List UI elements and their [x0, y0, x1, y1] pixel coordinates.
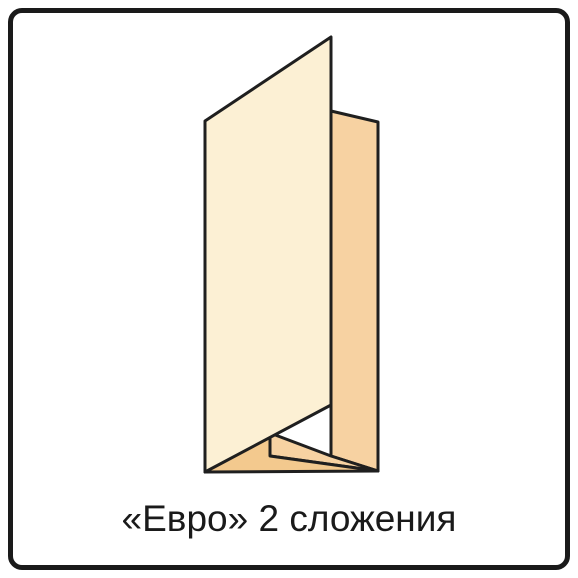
caption-text: «Евро» 2 сложения [121, 498, 457, 539]
leaflet-back-panel [329, 109, 380, 473]
leaflet-front-panel [203, 35, 333, 474]
